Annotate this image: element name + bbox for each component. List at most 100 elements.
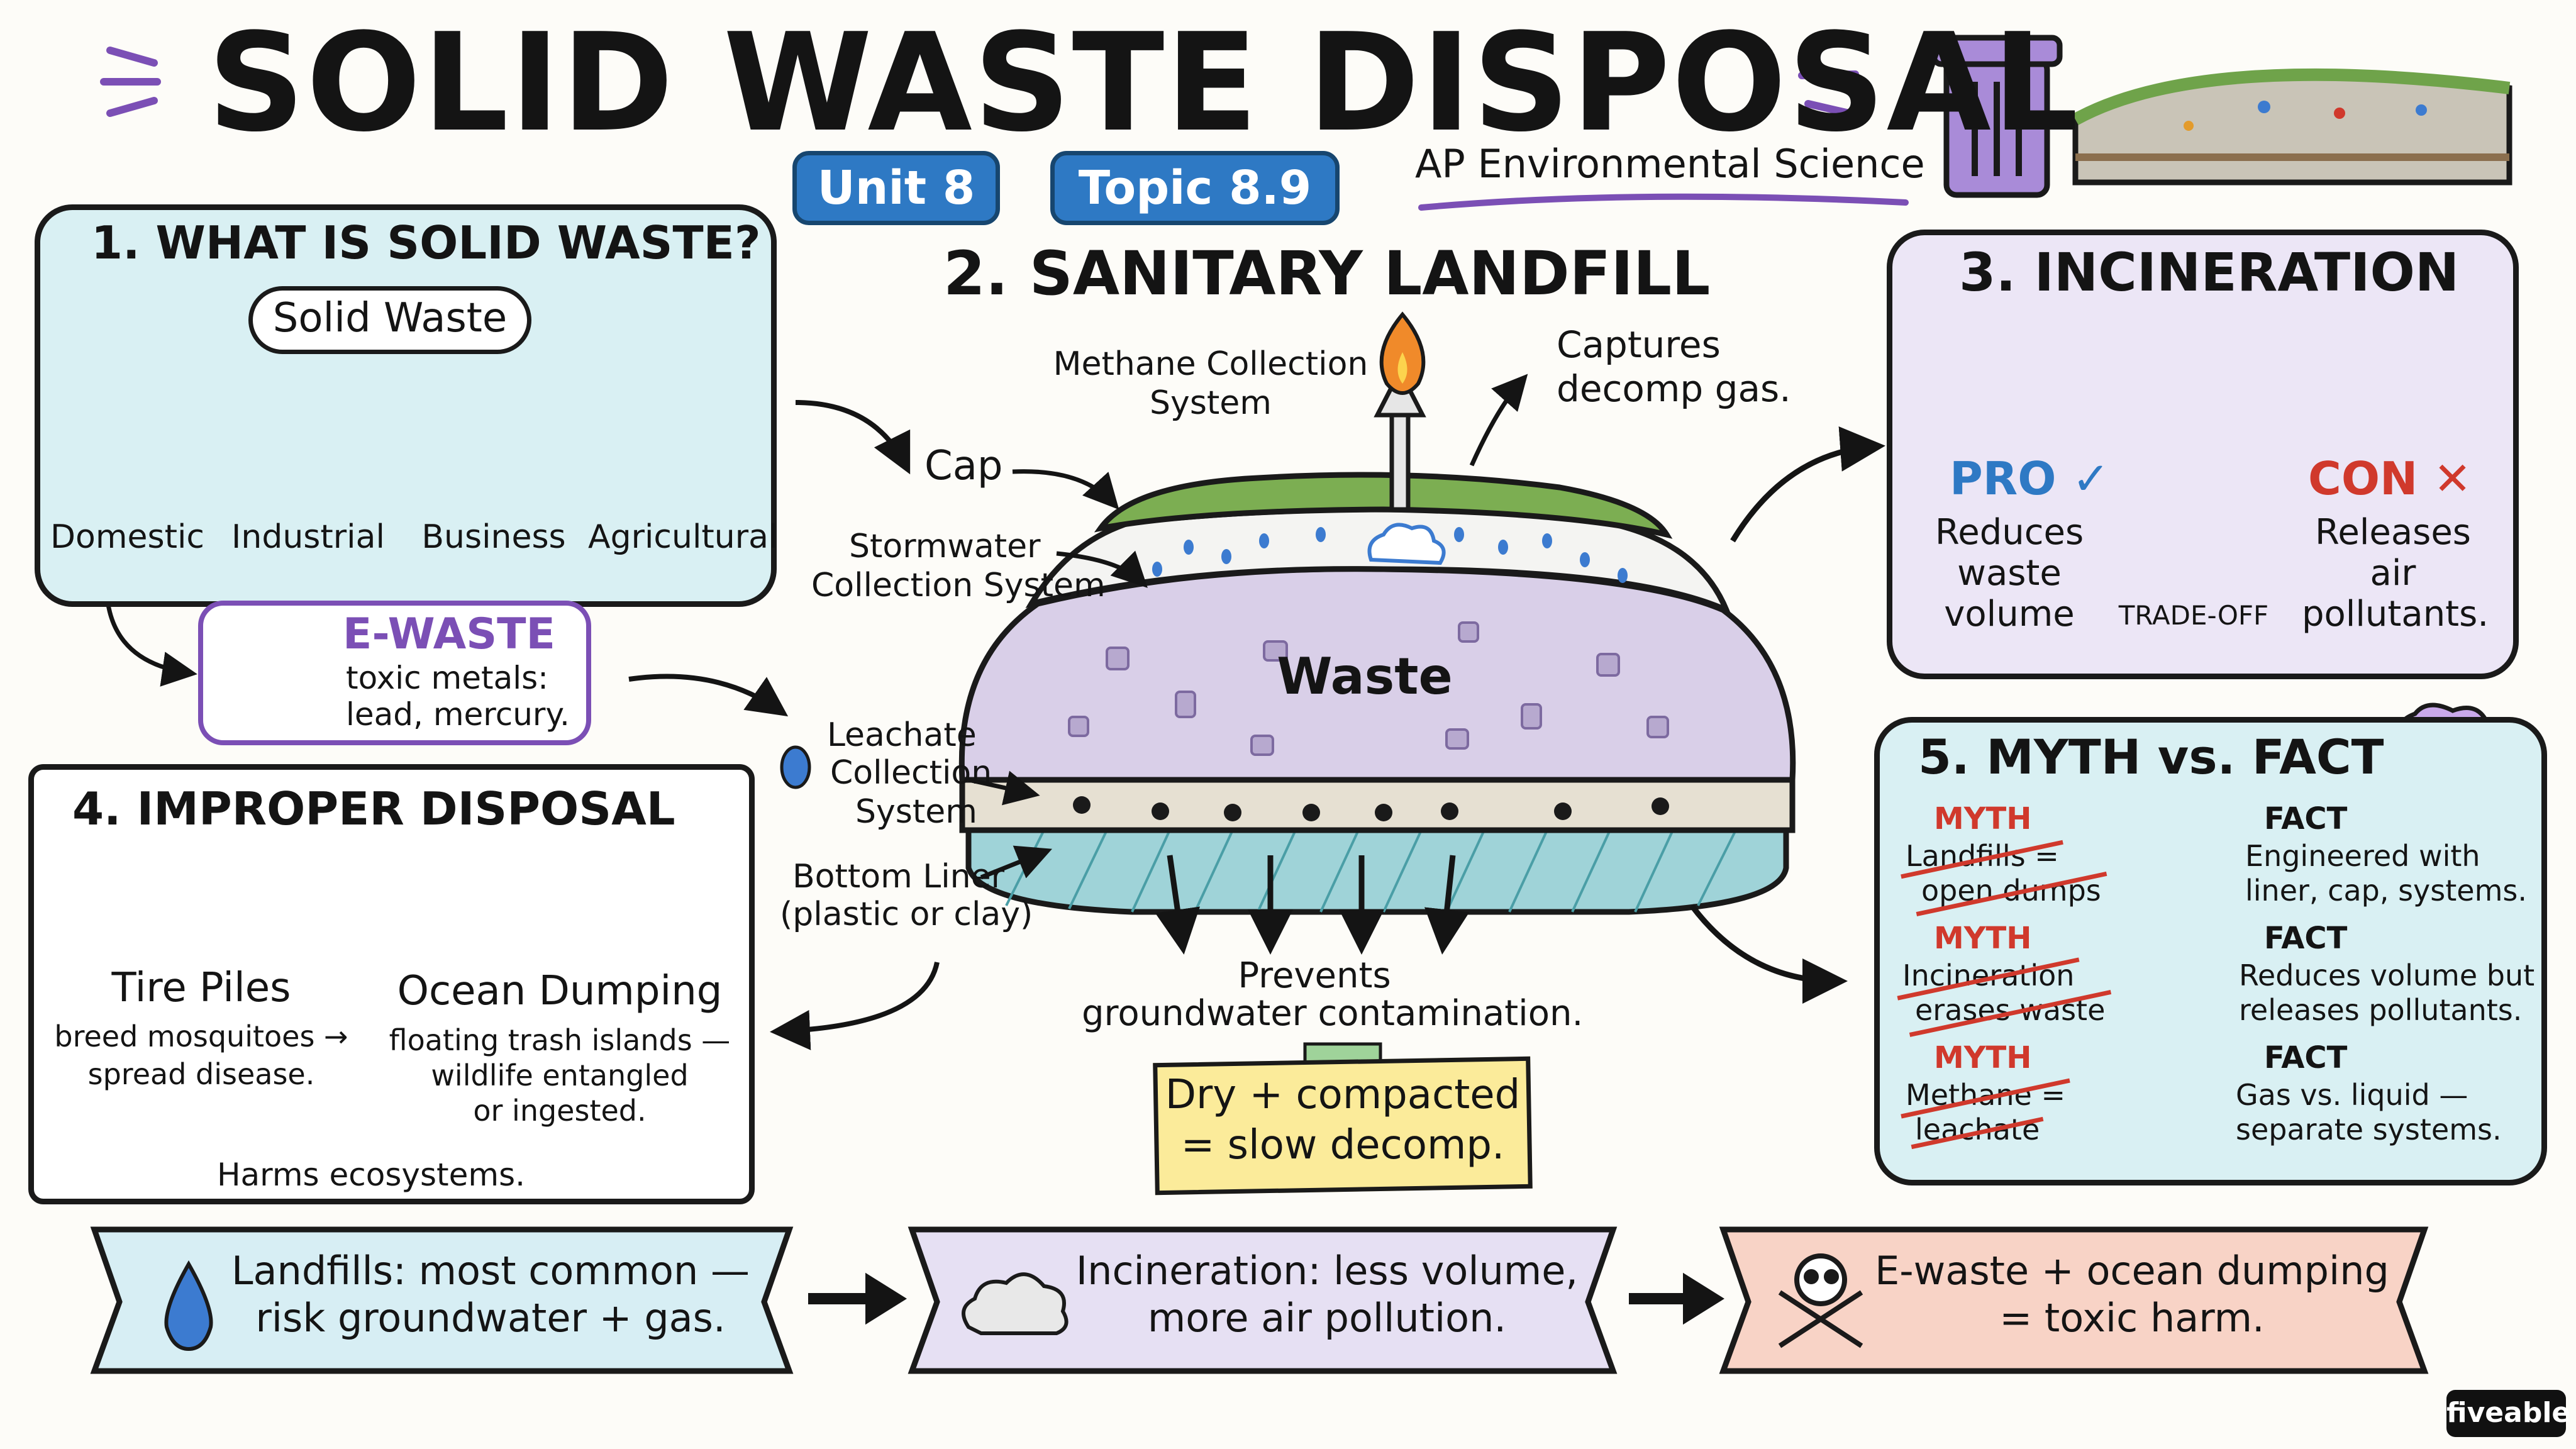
myth-row1-line2: open dumps	[1921, 874, 2101, 908]
myth-row2-line1: Incineration	[1902, 959, 2074, 992]
captures-label-1: Captures	[1557, 323, 1721, 366]
waste-label: Waste	[1277, 647, 1453, 706]
tire-line2: spread disease.	[87, 1057, 315, 1091]
section2-heading: 2. SANITARY LANDFILL	[943, 238, 1711, 309]
section-what-is-solid-waste	[35, 204, 777, 607]
ewaste-line1: toxic metals:	[346, 660, 549, 696]
tradeoff-label: TRADE-OFF	[2118, 600, 2269, 631]
title-accent-right	[1798, 37, 1859, 117]
section-incineration	[1887, 230, 2519, 679]
fact-label-1: FACT	[2264, 801, 2348, 836]
note-line2: = slow decomp.	[1180, 1122, 1505, 1169]
captures-label-2: decomp gas.	[1557, 367, 1791, 410]
skull-crossbones-icon	[1778, 1253, 1863, 1348]
myth-row1-line1: Landfills =	[1906, 840, 2059, 873]
fiveable-logo	[2446, 1390, 2566, 1437]
summary2-line2: more air pollution.	[1147, 1295, 1507, 1341]
myth1-a: Landfills =	[1906, 839, 2059, 873]
water-drop-icon	[164, 1260, 213, 1352]
category-industrial: Industrial	[231, 518, 385, 556]
topic-badge: Topic 8.9	[1050, 151, 1340, 225]
x-icon: ✕	[2433, 452, 2472, 505]
fact-label-3: FACT	[2264, 1040, 2348, 1075]
con-text: CON	[2308, 452, 2418, 505]
ocean-title: Ocean Dumping	[397, 968, 723, 1014]
prevents-label-2: groundwater contamination.	[1082, 993, 1584, 1034]
summary1-line1: Landfills: most common —	[231, 1248, 750, 1294]
leachate-label-1: Leachate	[827, 716, 977, 754]
summary2-line1: Incineration: less volume,	[1075, 1248, 1579, 1294]
myth-label-2: MYTH	[1934, 921, 2032, 956]
cap-label: Cap	[924, 443, 1003, 489]
category-agricultural: Agricultural	[588, 518, 778, 556]
summary1-line2: risk groundwater + gas.	[255, 1295, 726, 1341]
myth2-a: Incineration	[1902, 958, 2075, 992]
leachate-label-2: Collection	[830, 754, 992, 792]
stormwater-label-1: Stormwater	[849, 528, 1041, 565]
ewaste-title: E-WASTE	[343, 609, 556, 659]
myth-row2-line2: erases waste	[1915, 994, 2105, 1027]
check-icon: ✓	[2072, 452, 2110, 505]
harms-ecosystems: Harms ecosystems.	[216, 1157, 526, 1193]
ewaste-line2: lead, mercury.	[346, 696, 570, 733]
course-label: AP Environmental Science	[1415, 141, 1925, 187]
myth2-b: erases waste	[1915, 993, 2106, 1027]
ocean-line1: floating trash islands —	[389, 1023, 731, 1057]
pro-text: PRO	[1950, 452, 2057, 505]
stormwater-label-2: Collection System	[811, 567, 1106, 604]
pro-label: PRO ✓	[1950, 453, 2110, 505]
fact-row3-line2: separate systems.	[2236, 1113, 2502, 1146]
fact-row1-line2: liner, cap, systems.	[2245, 874, 2527, 908]
fact-row3-line1: Gas vs. liquid —	[2236, 1078, 2468, 1112]
ocean-line3: or ingested.	[473, 1094, 647, 1128]
section1-heading: 1. WHAT IS SOLID WASTE?	[91, 216, 761, 269]
summary-banner-2	[908, 1226, 1618, 1374]
course-underline	[1418, 193, 1909, 211]
leachate-label-3: System	[855, 793, 977, 831]
myth-row3-line2: leachate	[1915, 1113, 2040, 1146]
note-line1: Dry + compacted	[1165, 1072, 1521, 1118]
section4-heading: 4. IMPROPER DISPOSAL	[72, 782, 675, 835]
category-business: Business	[421, 518, 566, 556]
methane-label-2: System	[1150, 384, 1272, 422]
brand-label: fiveable	[2446, 1397, 2571, 1429]
unit-badge: Unit 8	[792, 151, 1000, 225]
myth3-a: Methane =	[1906, 1078, 2065, 1112]
category-domestic: Domestic	[50, 518, 205, 556]
myth-row3-line1: Methane =	[1906, 1079, 2065, 1112]
myth-label-3: MYTH	[1934, 1040, 2032, 1075]
ocean-line2: wildlife entangled	[431, 1058, 689, 1092]
solid-waste-root	[248, 286, 531, 354]
fact-row2-line1: Reduces volume but	[2239, 958, 2535, 992]
trash-can-icon	[1931, 35, 2063, 198]
solid-waste-label: Solid Waste	[272, 295, 508, 341]
cloud-icon	[1367, 523, 1446, 565]
section3-heading: 3. INCINERATION	[1959, 242, 2460, 303]
con-line2: air	[2370, 553, 2416, 594]
myth3-b: leachate	[1915, 1113, 2040, 1146]
title-accent-left	[100, 47, 161, 117]
fact-label-2: FACT	[2264, 921, 2348, 956]
leachate-drop-icon	[780, 745, 811, 789]
tire-title: Tire Piles	[111, 965, 291, 1011]
summary-banner-3	[1719, 1226, 2429, 1374]
summary3-line1: E-waste + ocean dumping	[1875, 1248, 2389, 1294]
summary-banner-1	[90, 1226, 794, 1374]
pro-line3: volume	[1944, 594, 2075, 635]
page-title: SOLID WASTE DISPOSAL	[208, 4, 2080, 162]
liner-label-2: (plastic or clay)	[780, 896, 1033, 933]
tire-line1: breed mosquitoes →	[54, 1019, 348, 1053]
liner-label-1: Bottom Liner	[792, 858, 1005, 896]
con-label: CON ✕	[2308, 453, 2472, 505]
section5-heading: 5. MYTH vs. FACT	[1918, 729, 2384, 785]
myth-label-1: MYTH	[1934, 801, 2032, 836]
prevents-label-1: Prevents	[1238, 955, 1391, 996]
con-line3: pollutants.	[2302, 594, 2489, 635]
con-line1: Releases	[2315, 512, 2471, 553]
pro-line2: waste	[1957, 553, 2062, 594]
landfill-cross-section-icon	[2072, 68, 2512, 186]
fact-row1-line1: Engineered with	[2245, 839, 2480, 873]
section-improper-disposal	[28, 764, 755, 1204]
pro-line1: Reduces	[1935, 512, 2084, 553]
myth1-b: open dumps	[1921, 874, 2101, 908]
